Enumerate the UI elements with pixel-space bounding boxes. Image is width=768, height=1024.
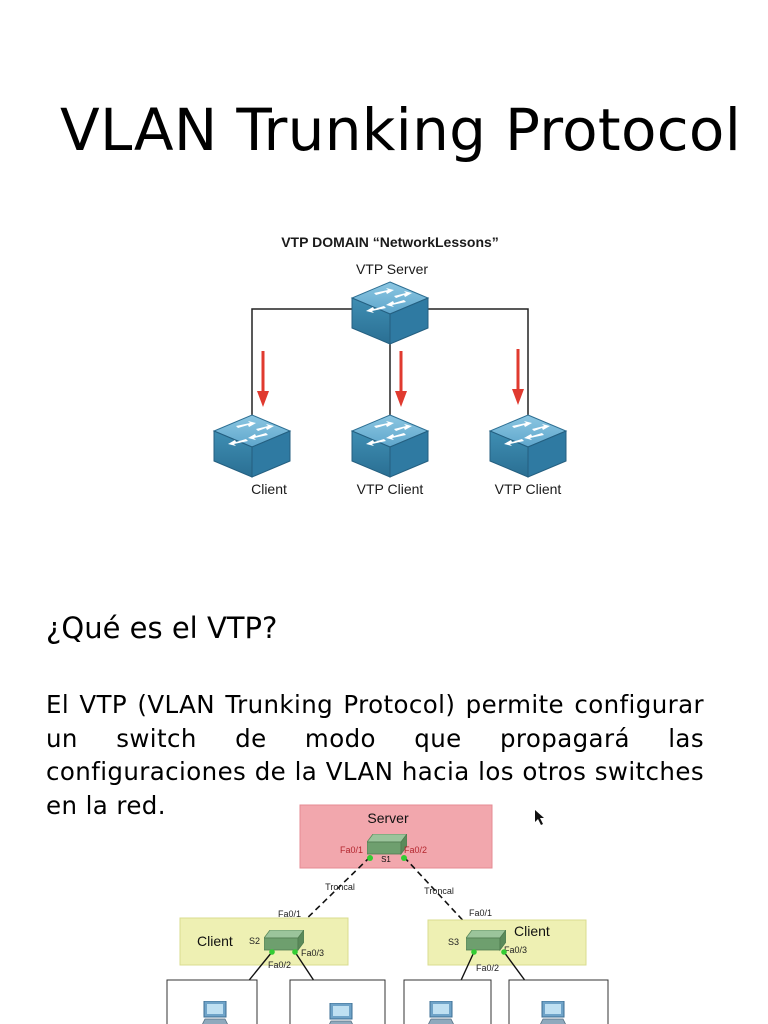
s2-uplink-port: Fa0/1 xyxy=(278,909,301,919)
client-label: Client xyxy=(251,481,287,497)
pc-icon xyxy=(328,1003,354,1024)
right-client-label: Client xyxy=(514,923,550,939)
s1-port-left: Fa0/1 xyxy=(340,845,363,855)
section-question: ¿Qué es el VTP? xyxy=(46,611,278,645)
pc-icon xyxy=(202,1001,228,1024)
trunk-right-label: Troncal xyxy=(424,886,454,896)
vtp-server-label: VTP Server xyxy=(356,261,428,277)
vtp-topology-diagram: Server S1 Fa0/1 Fa0/2 Troncal Troncal Cl… xyxy=(166,804,609,1024)
slide-title: VLAN Trunking Protocol xyxy=(60,96,742,164)
vtp-domain-diagram: VTP DOMAIN “NetworkLessons” VTP Server C… xyxy=(213,234,567,497)
s3-port-b: Fa0/2 xyxy=(476,963,499,973)
client-label: VTP Client xyxy=(495,481,562,497)
server-area-label: Server xyxy=(367,810,409,826)
server-area xyxy=(299,804,493,869)
pc-icon xyxy=(428,1001,454,1024)
client-label: VTP Client xyxy=(357,481,424,497)
s2-port-a: Fa0/3 xyxy=(301,948,324,958)
trunk-links xyxy=(296,856,471,929)
s1-label: S1 xyxy=(381,855,391,864)
vtp-client-switch-icon xyxy=(489,414,567,478)
s3-switch-icon xyxy=(466,930,506,951)
s2-switch-icon xyxy=(264,930,304,951)
vtp-client-switch-icon xyxy=(351,414,429,478)
left-client-label: Client xyxy=(197,933,233,949)
connection-lines xyxy=(251,308,529,430)
propagation-arrows xyxy=(257,349,524,407)
vtp-description: El VTP (VLAN Trunking Protocol) permite … xyxy=(46,690,704,816)
right-client-area xyxy=(427,919,587,966)
s3-uplink-port: Fa0/1 xyxy=(469,908,492,918)
client-switch-icon xyxy=(213,414,291,478)
s3-label: S3 xyxy=(448,937,459,947)
s3-port-a: Fa0/3 xyxy=(504,945,527,955)
mouse-cursor-icon xyxy=(535,810,544,825)
s2-port-b: Fa0/2 xyxy=(268,960,291,970)
paragraph-container: El VTP (VLAN Trunking Protocol) permite … xyxy=(46,688,704,816)
s2-label: S2 xyxy=(249,936,260,946)
vtp-domain-heading: VTP DOMAIN “NetworkLessons” xyxy=(281,234,499,250)
s1-switch-icon xyxy=(367,834,407,855)
pc-icon xyxy=(540,1001,566,1024)
trunk-left-label: Troncal xyxy=(325,882,355,892)
vtp-server-switch-icon xyxy=(351,281,429,345)
s1-port-right: Fa0/2 xyxy=(404,845,427,855)
